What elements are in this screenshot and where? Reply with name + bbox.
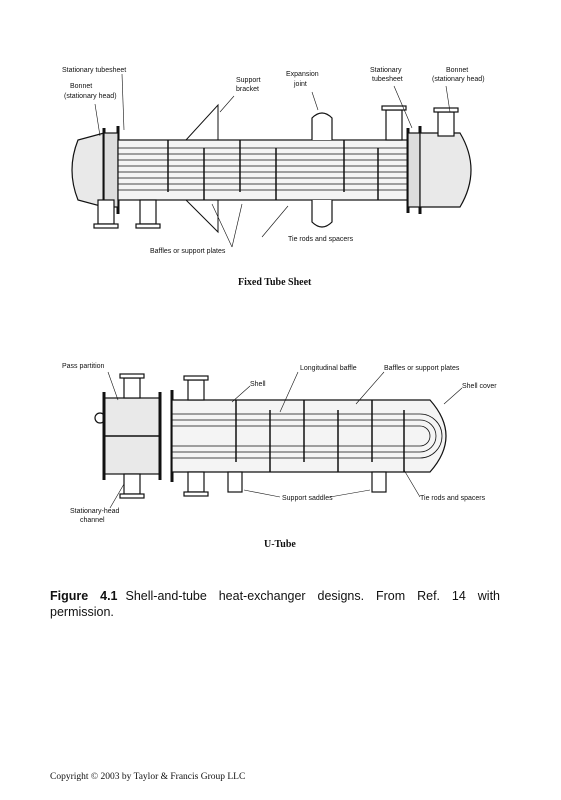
tube-bundle (118, 147, 408, 191)
u-tube-title: U-Tube (264, 539, 296, 550)
label-bonnet-left-sub: (stationary head) (64, 93, 117, 100)
shell (117, 139, 409, 201)
label-support-bracket-sub: bracket (236, 86, 259, 93)
label-bonnet-left: Bonnet (70, 83, 92, 90)
label-bonnet-right-sub: (stationary head) (432, 76, 485, 83)
label-pass-partition: Pass partition (62, 363, 105, 370)
support-bracket (185, 103, 219, 234)
label-baffles: Baffles or support plates (150, 248, 226, 255)
expansion-joint (311, 112, 333, 140)
right-bonnet (419, 132, 472, 208)
copyright-notice: Copyright © 2003 by Taylor & Francis Gro… (50, 772, 246, 782)
label-longitudinal-baffle: Longitudinal baffle (300, 365, 357, 372)
u-tube-bundle (172, 413, 443, 459)
u-tube-baffles (235, 400, 405, 472)
baffles (167, 140, 379, 200)
label-stationary-tubesheet-left: Stationary tubesheet (62, 67, 126, 74)
fixed-tube-sheet-diagram (71, 73, 472, 248)
figure-number: Figure 4.1 (50, 589, 118, 603)
u-tube-diagram (94, 371, 463, 509)
nozzles (93, 105, 459, 229)
label-bonnet-right: Bonnet (446, 67, 468, 74)
fixed-tube-sheet-labels: Stationary tubesheet Bonnet (stationary … (62, 67, 485, 288)
label-shell: Shell (250, 381, 266, 388)
u-tube-nozzles (119, 373, 209, 499)
fixed-tube-sheet-title: Fixed Tube Sheet (238, 277, 312, 288)
label-u-tube-baffles: Baffles or support plates (384, 365, 460, 372)
label-u-tube-tie-rods: Tie rods and spacers (420, 495, 486, 502)
label-expansion-joint: Expansion (286, 71, 319, 78)
label-stationary-tubesheet-right-sub: tubesheet (372, 76, 403, 83)
u-tube-leader-lines (107, 371, 463, 509)
label-stationary-head-sub: channel (80, 517, 105, 524)
u-tube-labels: Pass partition Shell Longitudinal baffle… (62, 363, 497, 550)
label-support-saddles: Support saddles (282, 495, 333, 502)
label-tie-rods: Tie rods and spacers (288, 236, 354, 243)
left-bonnet (71, 132, 105, 208)
u-tube-shell (171, 399, 447, 473)
leader-lines (94, 73, 451, 248)
label-stationary-head: Stationary-head (70, 508, 120, 515)
label-expansion-joint-sub: joint (293, 81, 307, 88)
label-support-bracket: Support (236, 77, 261, 84)
label-shell-cover: Shell cover (462, 383, 497, 390)
support-saddles (227, 471, 387, 493)
figure-caption-text: Shell-and-tube heat-exchanger designs. F… (50, 589, 500, 619)
label-stationary-tubesheet-right: Stationary (370, 67, 402, 74)
